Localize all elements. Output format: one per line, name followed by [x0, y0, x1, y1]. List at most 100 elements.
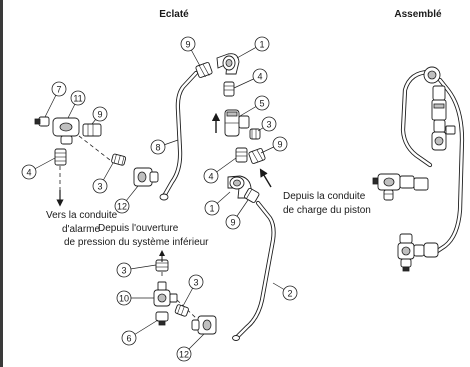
part-bubble-top-nipple: 4 — [233, 68, 268, 89]
part-bubble-circle — [176, 346, 192, 362]
center-compression-fitting — [248, 148, 266, 164]
tube-2 — [232, 200, 276, 341]
part-bubble-long-tube: 8 — [150, 139, 179, 155]
part-number-label: 9 — [277, 140, 282, 150]
bottom-cross — [153, 281, 178, 307]
center-nipple — [235, 147, 248, 163]
part-number-label: 4 — [257, 72, 262, 82]
piston-charge-label-2: de charge du piston — [283, 205, 371, 216]
part-bubble-circle — [204, 200, 220, 216]
part-bubble-circle — [121, 330, 137, 346]
bottom-top-fitting — [155, 259, 169, 272]
bottom-horizontal-dash — [176, 299, 197, 319]
part-bubble-circle — [70, 90, 86, 106]
part-bubble-bottom-plug: 6 — [121, 319, 159, 346]
part-bubble-circle — [92, 106, 108, 122]
center-small-fitting — [249, 128, 261, 140]
part-bubble-circle — [254, 36, 270, 52]
assembled-top-elbow — [423, 66, 441, 84]
center-lower-compression — [244, 187, 260, 203]
part-bubble-bottom-fitting-right: 3 — [182, 274, 204, 307]
part-bubble-lower-tube: 2 — [272, 282, 298, 301]
part-number-label: 5 — [259, 99, 264, 109]
part-number-label: 12 — [179, 350, 189, 360]
top-compression-fitting — [195, 62, 213, 78]
part-number-label: 1 — [209, 204, 214, 214]
part-number-label: 4 — [26, 168, 31, 178]
part-bubble-center-compression: 9 — [260, 136, 288, 154]
part-number-label: 9 — [230, 218, 235, 228]
top-nipple — [223, 81, 235, 97]
part-number-label: 10 — [119, 294, 129, 304]
center-tee — [224, 109, 250, 137]
part-bubble-circle — [282, 285, 298, 301]
part-bubble-left-union: 12 — [114, 185, 139, 214]
piston-charge-arrow — [259, 168, 272, 188]
part-number-label: 8 — [155, 143, 160, 153]
part-bubble-circle — [225, 214, 241, 230]
part-number-label: 9 — [185, 40, 190, 50]
part-bubble-circle — [272, 136, 288, 152]
assembled-view — [372, 66, 465, 272]
assembled-left-tee — [372, 173, 429, 201]
part-bubble-center-lower-compression: 9 — [225, 199, 249, 230]
part-number-label: 4 — [208, 172, 213, 182]
part-bubble-tee-center: 5 — [239, 95, 270, 117]
part-number-label: 9 — [97, 110, 102, 120]
part-number-label: 7 — [56, 85, 61, 95]
part-bubble-bottom-cross: 10 — [116, 290, 154, 306]
part-number-label: 3 — [97, 182, 102, 192]
part-bubble-circle — [114, 198, 130, 214]
left-nipple — [54, 148, 67, 166]
part-bubble-circle — [180, 36, 196, 52]
bottom-right-fitting — [174, 304, 189, 317]
part-bubble-circle — [203, 168, 219, 184]
alarm-line-label-1: Vers la conduite — [46, 210, 118, 221]
assembled-center-stack — [431, 85, 456, 151]
left-horizontal-dash — [78, 135, 111, 161]
part-bubble-circle — [150, 139, 166, 155]
left-union — [133, 167, 159, 187]
part-bubble-top-compression: 9 — [180, 36, 201, 67]
part-bubble-circle — [21, 164, 37, 180]
bottom-union — [191, 315, 217, 335]
left-compression-fitting — [82, 123, 102, 137]
left-tee — [52, 117, 80, 145]
tube-2-end — [232, 335, 240, 341]
part-number-label: 3 — [266, 120, 271, 130]
part-bubble-circle — [116, 262, 132, 278]
part-bubble-bottom-fitting-top: 3 — [116, 262, 157, 278]
lower-system-label-1: Depuis l'ouverture — [98, 223, 179, 234]
left-plug — [34, 116, 50, 127]
part-bubble-left-plug: 7 — [44, 81, 67, 118]
part-bubble-bottom-union: 12 — [176, 333, 205, 362]
top-elbow — [216, 53, 240, 75]
part-bubble-circle — [51, 81, 67, 97]
part-bubble-circle — [92, 178, 108, 194]
part-number-label: 11 — [73, 94, 82, 104]
part-bubble-left-fitting: 3 — [92, 162, 114, 194]
part-bubble-center-nipple: 4 — [203, 157, 237, 184]
assembled-bottom-cross — [397, 233, 439, 272]
part-number-label: 1 — [259, 40, 264, 50]
part-bubble-circle — [261, 116, 277, 132]
part-bubble-circle — [116, 290, 132, 306]
part-bubble-left-tee: 11 — [67, 90, 86, 119]
exploded-title: Eclaté — [159, 9, 189, 20]
part-bubble-center-elbow: 1 — [204, 191, 231, 216]
part-bubble-center-fitting: 3 — [257, 116, 277, 132]
part-bubble-circle — [188, 274, 204, 290]
part-bubble-circle — [254, 95, 270, 111]
part-bubble-left-nipple: 4 — [21, 157, 56, 180]
part-bubble-top-elbow: 1 — [236, 36, 270, 59]
tube-8 — [161, 70, 199, 199]
left-small-fitting — [111, 153, 127, 166]
alarm-line-label-2: d'alarme — [62, 224, 100, 235]
lower-system-label-2: de pression du système inférieur — [64, 237, 209, 248]
part-number-label: 12 — [117, 202, 127, 212]
assembled-title: Assemblé — [394, 9, 442, 20]
part-bubble-circle — [252, 68, 268, 84]
tube-8-end — [159, 193, 169, 201]
